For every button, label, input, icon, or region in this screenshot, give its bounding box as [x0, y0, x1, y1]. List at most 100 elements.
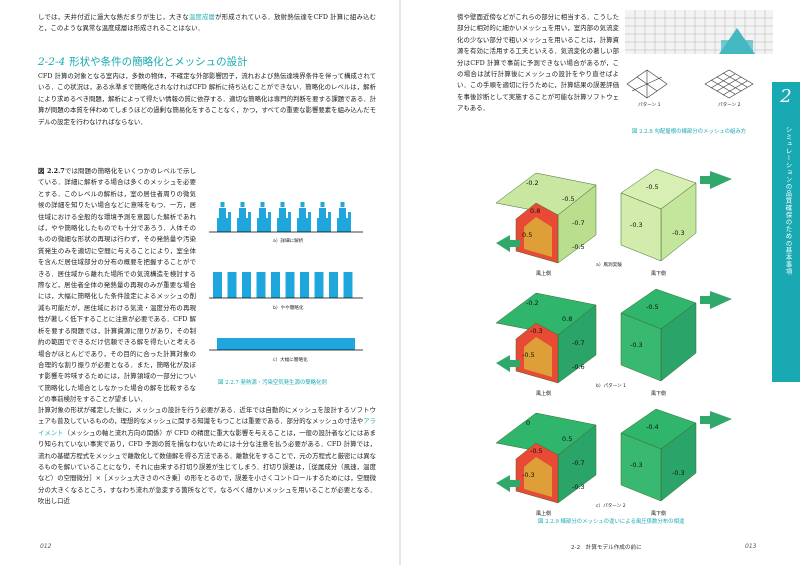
pressure-coefficient-label: -0.5 — [522, 351, 535, 359]
fig7-sub-c: c）大幅に簡略化 — [273, 358, 308, 363]
fig7-sub-b: b）やや簡略化 — [273, 306, 304, 311]
heavily-simplified-block — [217, 338, 355, 350]
leeward-house: -0.5 -0.3 -0.3 風下側 — [620, 168, 732, 277]
fig9-sub-c: c）パターン 2 — [596, 504, 626, 509]
pressure-coefficient-label: -0.2 — [526, 299, 539, 307]
fig9-sub-a: a）風洞実験 — [596, 263, 622, 268]
figure-2-2-8 — [625, 10, 773, 99]
pattern-2-diagram — [704, 69, 754, 99]
figure-2-2-7 — [209, 202, 363, 351]
windward-house: 0 -0.5 -0.3 0.5 -0.7 -0.3 風上側 — [496, 412, 597, 517]
wind-arrow-icon — [496, 355, 520, 372]
seated-occupant-icon — [277, 202, 291, 232]
pressure-coefficient-label: -0.2 — [526, 179, 539, 187]
simplified-occupant-block — [213, 272, 222, 298]
chapter-side-tab: 2 シミュレーションの品質確保のための基本事項 — [772, 82, 800, 382]
simplified-occupants-row — [213, 272, 353, 298]
pressure-coefficient-label: -0.5 — [646, 303, 659, 311]
pressure-coefficient-label: -0.7 — [572, 459, 585, 467]
leeward-house: -0.5 -0.3 風下側 — [620, 288, 732, 397]
figure-2-2-8-caption: 図 2.2.8 勾配屋根の棟部分のメッシュの組み方 — [632, 129, 747, 135]
body-paragraph-3: 計算対象の形状が確定した後に，メッシュの設計を行う必要がある．近年では自動的にメ… — [38, 406, 377, 506]
pressure-coefficient-label: 0.8 — [530, 207, 540, 215]
term-highlight: アライメント — [38, 417, 377, 437]
chapter-number: 2 — [780, 86, 792, 107]
running-head: 2-2 計算モデル作成の前に — [571, 545, 642, 551]
mesh-house-body — [721, 40, 753, 54]
windward-house: -0.2 0.8 0.5 -0.5 -0.7 -0.5 風上側 — [496, 172, 597, 277]
wind-arrow-icon — [700, 411, 732, 429]
section-title: 形状や条件の簡略化とメッシュの設計 — [69, 56, 248, 68]
seated-occupant-icon — [237, 202, 251, 232]
pressure-coefficient-label: -0.3 — [672, 229, 685, 237]
windward-label: 風上側 — [536, 390, 551, 397]
pressure-coefficient-label: -0.3 — [630, 221, 643, 229]
pressure-coefficient-label: -0.3 — [522, 471, 535, 479]
body-paragraph-1: CFD 計算の対象となる室内は，多数の物体，不確定な外部影響因子，流れおよび熱伝… — [38, 72, 376, 126]
pressure-coefficient-label: -0.4 — [646, 423, 659, 431]
fig8-pattern-1: パターン 1 — [638, 103, 661, 108]
simplified-occupant-block — [343, 272, 353, 298]
left-page: しでは，天井付近に過大な熱だまりが生じ，大きな温度成層が形成されている．放射熱伝… — [38, 13, 377, 550]
pattern-1-diagram — [626, 69, 668, 99]
figure-2-2-7-caption: 図 2.2.7 発熱源・汚染空気発生源の簡略化例 — [218, 380, 327, 386]
seated-occupant-icon — [317, 202, 331, 232]
pressure-coefficient-label: -0.3 — [672, 469, 685, 477]
simplified-occupant-block — [271, 272, 280, 298]
pressure-coefficient-label: -0.3 — [572, 483, 585, 491]
figure-2-2-9: -0.2 0.8 0.5 -0.5 -0.7 -0.5 風上側 -0.5 -0.3 -0.3 風下側… — [496, 168, 732, 517]
term-highlight: 温度成層 — [188, 13, 216, 21]
pressure-coefficient-label: -0.3 — [630, 341, 643, 349]
pressure-coefficient-label: 0.5 — [522, 231, 532, 239]
pressure-coefficient-label: 0.8 — [562, 315, 572, 323]
wind-arrow-icon — [700, 171, 732, 189]
seated-occupant-icon — [297, 202, 311, 232]
left-folio: 012 — [40, 543, 52, 550]
pressure-coefficient-label: -0.3 — [630, 461, 643, 469]
windward-label: 風上側 — [536, 270, 551, 277]
pressure-coefficient-label: -0.5 — [530, 447, 543, 455]
pressure-coefficient-label: -0.5 — [646, 183, 659, 191]
pressure-coefficient-label: 0 — [526, 419, 530, 427]
pressure-coefficient-label: -0.7 — [572, 219, 585, 227]
simplified-occupant-block — [227, 272, 237, 298]
windward-label: 風上側 — [536, 510, 551, 517]
pressure-coefficient-label: -0.5 — [572, 243, 585, 251]
chapter-title-vertical: シミュレーションの品質確保のための基本事項 — [784, 126, 792, 276]
leeward-label: 風下側 — [651, 510, 666, 517]
leeward-label: 風下側 — [651, 270, 666, 277]
section-number: 2-2-4 — [38, 56, 66, 68]
simplified-occupant-block — [285, 272, 295, 298]
right-page: 傍や壁面近傍などがこれらの部分に相当する．こうした部分に相対的に細かいメッシュを… — [400, 0, 800, 565]
fig9-sub-b: b）パターン 1 — [596, 384, 627, 389]
figure-2-2-9-caption: 図 2.2.9 棟部分のメッシュの違いによる風圧係数分布の相違 — [538, 519, 685, 525]
right-body-paragraph: 傍や壁面近傍などがこれらの部分に相当する．こうした部分に相対的に細かいメッシュを… — [457, 13, 619, 113]
seated-occupant-icon — [257, 202, 271, 232]
pressure-coefficient-label: -0.7 — [572, 339, 585, 347]
simplified-occupant-block — [242, 272, 251, 298]
seated-occupant-icon — [337, 202, 351, 232]
wind-arrow-icon — [700, 291, 732, 309]
wind-arrow-icon — [496, 235, 520, 252]
fig8-pattern-2: パターン 2 — [718, 103, 741, 108]
page-gutter — [399, 0, 401, 565]
wind-arrow-icon — [496, 475, 520, 492]
fig7-sub-a: a）詳細に解析 — [273, 239, 304, 244]
windward-house: -0.2 -0.3 -0.5 0.8 -0.7 -0.6 風上側 — [496, 292, 597, 397]
pressure-coefficient-label: 0.5 — [562, 435, 572, 443]
detailed-occupants-row — [217, 202, 351, 232]
simplified-occupant-block — [329, 272, 338, 298]
leeward-label: 風下側 — [651, 390, 666, 397]
figure-reference: 図 2.2.7 — [38, 167, 65, 175]
body-paragraph-2: 図 2.2.7では問題の簡略化をいくつかのレベルで示している．詳細に解析する場合… — [38, 167, 196, 404]
right-folio: 013 — [745, 543, 757, 550]
simplified-occupant-block — [314, 272, 324, 298]
pressure-coefficient-label: -0.3 — [530, 327, 543, 335]
seated-occupant-icon — [217, 202, 231, 232]
pressure-coefficient-label: -0.5 — [562, 195, 575, 203]
intro-paragraph: しでは，天井付近に過大な熱だまりが生じ，大きな温度成層が形成されている．放射熱伝… — [38, 13, 377, 33]
simplified-occupant-block — [256, 272, 266, 298]
pressure-coefficient-label: -0.6 — [572, 363, 585, 371]
simplified-occupant-block — [300, 272, 309, 298]
